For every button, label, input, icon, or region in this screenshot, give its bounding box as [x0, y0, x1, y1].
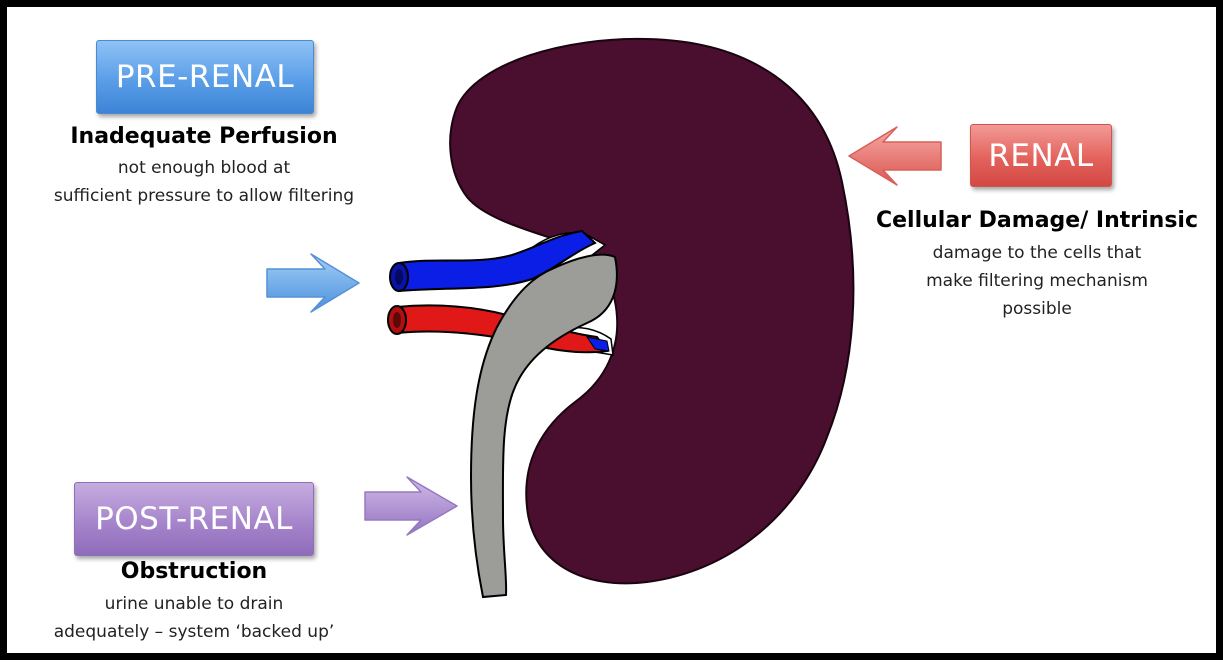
post-renal-description-line: urine unable to drain [17, 590, 371, 618]
renal-artery-lumen [393, 312, 401, 328]
pre-renal-description: not enough blood at sufficient pressure … [27, 154, 381, 210]
renal-description: damage to the cells that make filtering … [865, 239, 1209, 323]
pre-renal-label-text: PRE-RENAL [116, 59, 294, 95]
renal-heading: Cellular Damage/ Intrinsic [852, 208, 1222, 233]
pre-renal-description-line: not enough blood at [27, 154, 381, 182]
renal-description-line: make filtering mechanism [865, 267, 1209, 295]
renal-vein-lumen [395, 269, 403, 285]
post-renal-description: urine unable to drain adequately – syste… [17, 590, 371, 646]
renal-description-line: damage to the cells that [865, 239, 1209, 267]
pre-renal-arrow [267, 254, 359, 312]
post-renal-label: POST-RENAL [74, 482, 314, 556]
post-renal-description-line: adequately – system ‘backed up’ [17, 618, 371, 646]
renal-label: RENAL [970, 124, 1112, 187]
post-renal-arrow [365, 477, 457, 535]
pre-renal-label: PRE-RENAL [96, 40, 314, 114]
post-renal-label-text: POST-RENAL [95, 501, 293, 537]
renal-description-line: possible [865, 295, 1209, 323]
renal-arrow [849, 127, 941, 185]
renal-label-text: RENAL [988, 138, 1093, 174]
pre-renal-description-line: sufficient pressure to allow filtering [27, 182, 381, 210]
pre-renal-heading: Inadequate Perfusion [47, 124, 361, 149]
post-renal-heading: Obstruction [37, 559, 351, 584]
